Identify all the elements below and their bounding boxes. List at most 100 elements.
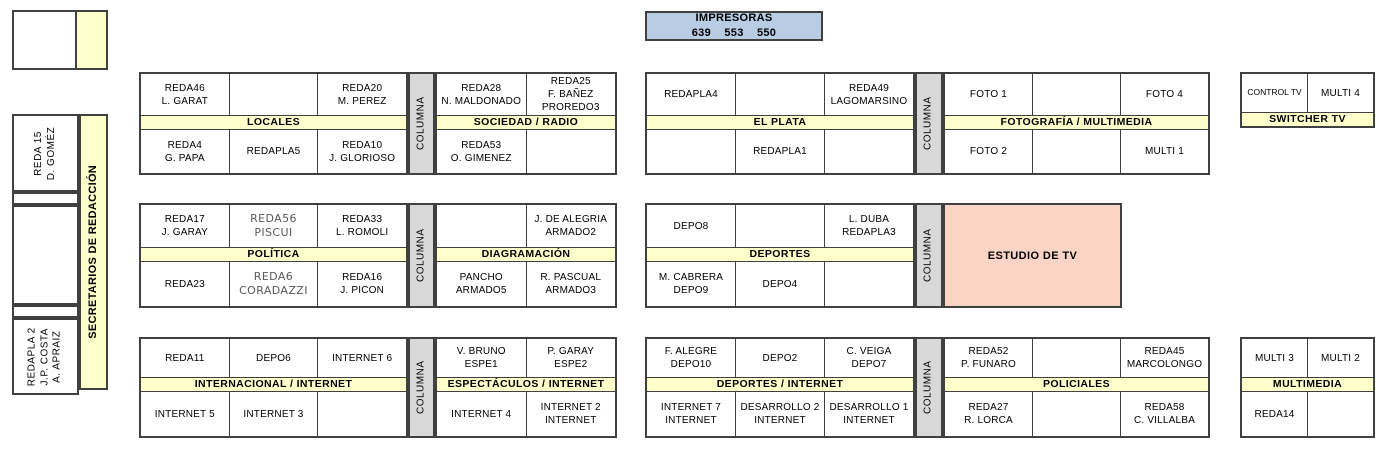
desk-cell: INTERNET 4	[437, 392, 526, 436]
block-deportes-internet: F. ALEGRE DEPO10 DEPO2 C. VEIGA DEPO7 DE…	[645, 337, 915, 438]
desk-cell: FOTO 4	[1121, 74, 1208, 115]
secretarios-strip: SECRETARIOS DE REDACCIÓN	[79, 114, 108, 390]
desk-cell: P. GARAY ESPE2	[526, 339, 615, 377]
section-band-politica: POLÍTICA	[141, 248, 406, 261]
desk-cell: REDA27 R. LORCA	[945, 392, 1032, 436]
desk-cell	[1033, 339, 1120, 377]
desk-cell	[647, 130, 735, 173]
desk-cell: INTERNET 6	[318, 339, 406, 377]
desk-cell: REDA49 LAGOMARSINO	[825, 74, 913, 115]
desk-cell: REDA14	[1242, 392, 1307, 436]
desk-cell: REDA33 L. ROMOLI	[318, 205, 406, 247]
estudio-de-tv: ESTUDIO DE TV	[943, 203, 1122, 308]
desk-cell	[437, 205, 526, 247]
desk-cell	[736, 74, 824, 115]
desk-cell	[1033, 392, 1120, 436]
desk-cell: INTERNET 3	[229, 392, 318, 436]
desk-cell: C. VEIGA DEPO7	[825, 339, 913, 377]
desk-cell: DEPO2	[736, 339, 824, 377]
desk-cell: REDAPLA5	[229, 130, 318, 173]
columna-label: COLUMNA	[922, 228, 934, 283]
columna-label: COLUMNA	[922, 96, 934, 151]
desk-cell: DEPO8	[647, 205, 735, 247]
section-band-diagramacion: DIAGRAMACIÓN	[437, 248, 615, 261]
corner-box-white	[14, 12, 77, 68]
columna-label: COLUMNA	[922, 360, 934, 415]
columna-pillar: COLUMNA	[408, 72, 435, 175]
desk-cell	[526, 130, 615, 173]
estudio-label: ESTUDIO DE TV	[987, 249, 1078, 262]
desk-cell: REDA58 C. VILLALBA	[1121, 392, 1208, 436]
desk-cell: REDA25 F. BAÑEZ PROREDO3	[526, 74, 615, 115]
block-diagramacion: J. DE ALEGRIA ARMADO2 DIAGRAMACIÓN PANCH…	[435, 203, 617, 308]
left-small-box-2	[12, 305, 79, 318]
desk-reda15-label: REDA 15 D. GOMÉZ	[32, 126, 57, 180]
desk-cell	[229, 74, 318, 115]
desk-cell: REDA11	[141, 339, 229, 377]
desk-cell: REDA23	[141, 262, 229, 306]
section-band-locales: LOCALES	[141, 116, 406, 129]
section-band-espectaculos: ESPECTÁCULOS / INTERNET	[437, 378, 615, 391]
section-band-internacional: INTERNACIONAL / INTERNET	[141, 378, 406, 391]
corner-box-yellow	[77, 12, 106, 68]
desk-cell: REDA17 J. GARAY	[141, 205, 229, 247]
desk-cell	[1033, 74, 1120, 115]
block-espectaculos-internet: V. BRUNO ESPE1 P. GARAY ESPE2 ESPECTÁCUL…	[435, 337, 617, 438]
printers-box: IMPRESORAS 639 553 550	[645, 11, 823, 41]
printers-title: IMPRESORAS	[695, 12, 773, 25]
desk-redapla2-label: REDAPLA 2 J.P. COSTA A. APRAIZ	[26, 327, 63, 386]
desk-cell: MULTI 1	[1121, 130, 1208, 173]
section-band-multimedia: MULTIMEDIA	[1242, 378, 1373, 391]
secretarios-label: SECRETARIOS DE REDACCIÓN	[86, 165, 99, 339]
section-band-policiales: POLICIALES	[945, 378, 1208, 391]
desk-cell: REDA53 O. GIMENEZ	[437, 130, 526, 173]
left-tall-box	[12, 205, 79, 305]
desk-cell: DESARROLLO 1 INTERNET	[825, 392, 913, 436]
desk-cell: CONTROL TV	[1242, 74, 1307, 112]
section-band-fotografia: FOTOGRAFÍA / MULTIMEDIA	[945, 116, 1208, 129]
columna-pillar: COLUMNA	[915, 72, 943, 175]
desk-cell	[318, 392, 406, 436]
desk-cell: INTERNET 5	[141, 392, 229, 436]
section-band-el-plata: EL PLATA	[647, 116, 913, 129]
desk-cell: MULTI 2	[1308, 339, 1373, 377]
desk-cell: R. PASCUAL ARMADO3	[526, 262, 615, 306]
desk-cell: J. DE ALEGRIA ARMADO2	[526, 205, 615, 247]
desk-cell: REDA6 CORADAZZI	[229, 262, 318, 306]
desk-cell: REDA46 L. GARAT	[141, 74, 229, 115]
corner-box	[12, 10, 108, 70]
desk-cell: REDA52 P. FUNARO	[945, 339, 1032, 377]
printers-numbers: 639 553 550	[691, 27, 777, 39]
desk-redapla2: REDAPLA 2 J.P. COSTA A. APRAIZ	[12, 318, 79, 395]
desk-cell: L. DUBA REDAPLA3	[825, 205, 913, 247]
desk-cell: INTERNET 7 INTERNET	[647, 392, 735, 436]
block-deportes: DEPO8 L. DUBA REDAPLA3 DEPORTES M. CABRE…	[645, 203, 915, 308]
desk-cell: DESARROLLO 2 INTERNET	[736, 392, 824, 436]
desk-cell: REDA28 N. MALDONADO	[437, 74, 526, 115]
section-band-deportes: DEPORTES	[647, 248, 913, 261]
desk-cell: REDA16 J. PICON	[318, 262, 406, 306]
columna-pillar: COLUMNA	[408, 203, 435, 308]
desk-cell: REDA4 G. PAPA	[141, 130, 229, 173]
block-el-plata: REDAPLA4 REDA49 LAGOMARSINO EL PLATA RED…	[645, 72, 915, 175]
desk-cell	[825, 262, 913, 306]
block-multimedia: MULTI 3 MULTI 2 MULTIMEDIA REDA14	[1240, 337, 1375, 438]
desk-cell: FOTO 2	[945, 130, 1032, 173]
desk-cell: REDA56 PISCUI	[229, 205, 318, 247]
section-band-deportes-internet: DEPORTES / INTERNET	[647, 378, 913, 391]
columna-pillar: COLUMNA	[915, 203, 943, 308]
block-politica: REDA17 J. GARAY REDA56 PISCUI REDA33 L. …	[139, 203, 408, 308]
desk-reda15: REDA 15 D. GOMÉZ	[12, 114, 79, 192]
desk-cell: PANCHO ARMADO5	[437, 262, 526, 306]
desk-cell: REDAPLA4	[647, 74, 735, 115]
left-small-box-1	[12, 192, 79, 205]
section-band-sociedad-radio: SOCIEDAD / RADIO	[437, 116, 615, 129]
desk-cell	[736, 205, 824, 247]
block-locales: REDA46 L. GARAT REDA20 M. PEREZ LOCALES …	[139, 72, 408, 175]
desk-cell	[825, 130, 913, 173]
block-internacional-internet: REDA11 DEPO6 INTERNET 6 INTERNACIONAL / …	[139, 337, 408, 438]
desk-cell	[1033, 130, 1120, 173]
block-switcher-tv: CONTROL TV MULTI 4 SWITCHER TV	[1240, 72, 1375, 128]
desk-cell: REDA10 J. GLORIOSO	[318, 130, 406, 173]
